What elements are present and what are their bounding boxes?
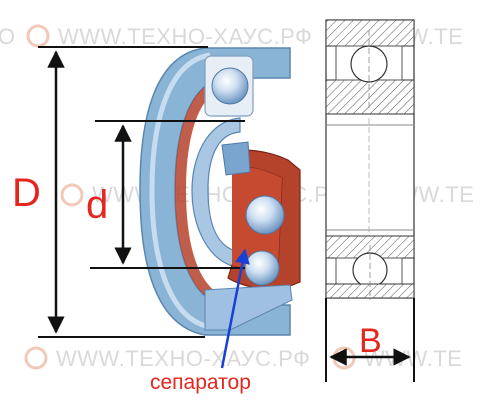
cage-ball — [245, 195, 285, 235]
cage-callout: сепаратор — [150, 248, 251, 394]
watermark-text: WWW.ТЕХНО-ХАУС.РФ — [56, 346, 310, 371]
watermark-text: WWW.ТЕХНО-ХАУС.РФ — [58, 24, 312, 49]
outer-ring-bottom — [204, 284, 293, 331]
outer-ring-highlight — [149, 52, 211, 330]
inner-diameter-dimension: d — [86, 120, 245, 269]
watermark-text: WWW.ТЕХНО-ХАУС.РФ — [92, 182, 346, 207]
cage-section — [221, 141, 251, 176]
seal-band — [175, 78, 230, 305]
watermark-text: О — [0, 24, 16, 49]
top-ball — [211, 67, 249, 105]
width-label: B — [359, 322, 382, 360]
inner-diameter-label: d — [86, 183, 108, 227]
top-inner-race — [325, 79, 415, 115]
outer-diameter-label: D — [12, 171, 41, 215]
outer-diameter-dimension: D — [12, 46, 208, 338]
watermark-logo-icon — [60, 183, 84, 207]
watermark: WWW.ТЕХНО-ХАУС.РФ WWW.ТЕ О WWW.ТЕХНО-ХАУ… — [0, 24, 474, 371]
top-outer-race — [325, 19, 415, 47]
bearing-illustration — [139, 47, 301, 336]
top-ball-section — [350, 45, 388, 83]
watermark-logo-icon — [24, 346, 48, 370]
cage-ball — [244, 250, 280, 286]
width-dimension: B — [325, 298, 415, 382]
bearing-cross-section — [325, 19, 415, 300]
watermark-logo-icon — [26, 24, 50, 48]
cage-label: сепаратор — [150, 371, 251, 394]
callout-arrow — [220, 248, 250, 369]
